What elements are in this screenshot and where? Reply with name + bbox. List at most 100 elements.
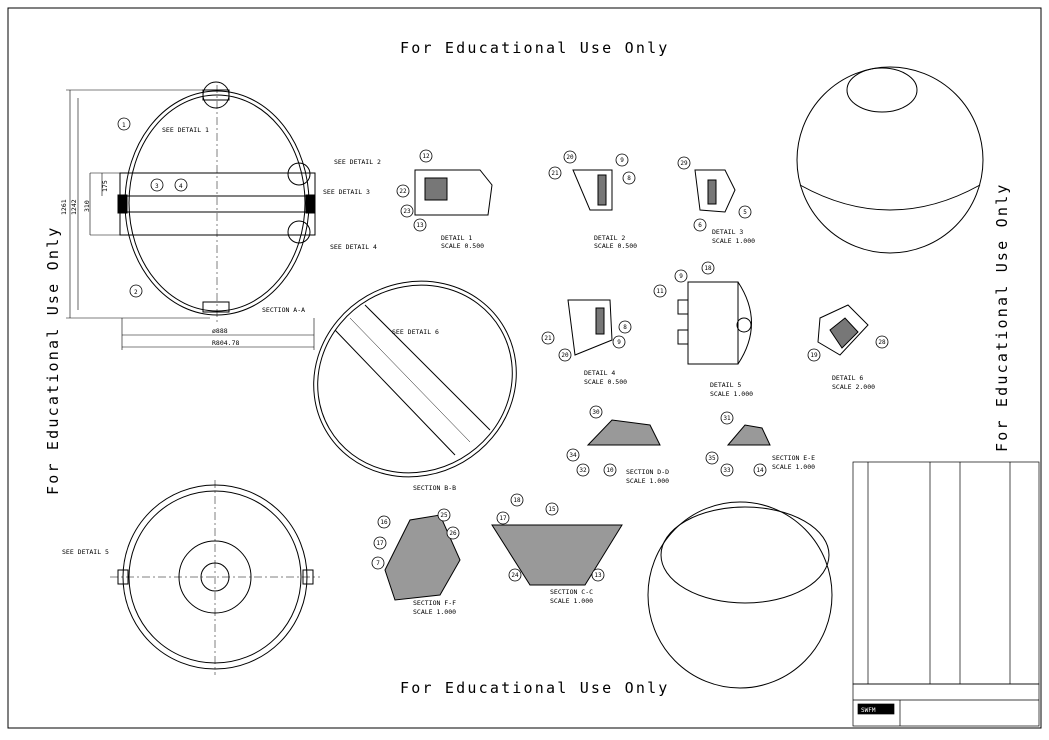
section-aa-balloons — [117, 117, 188, 298]
balloon-4: 4 — [179, 183, 183, 190]
title-block — [852, 683, 1040, 727]
dim-band: 310 — [83, 200, 91, 212]
see-detail-4-label: SEE DETAIL 4 — [330, 243, 377, 251]
balloon-d5c — [701, 261, 715, 275]
isometric-sphere-bottom — [647, 501, 833, 689]
balloon-number-ccc: 17 — [499, 515, 507, 522]
balloon-ffc — [371, 556, 385, 570]
detail-2-scale: SCALE 0.500 — [594, 242, 637, 250]
detail-2-title: DETAIL 2 — [594, 234, 625, 242]
balloon-d1c — [400, 204, 414, 218]
balloon-d2a — [563, 150, 577, 164]
see-detail-2-label: SEE DETAIL 2 — [334, 158, 381, 166]
balloon-1: 1 — [122, 122, 126, 129]
section-bb-view — [313, 280, 517, 478]
balloon-number-d3a: 29 — [680, 160, 688, 167]
balloon-number-cce: 13 — [594, 572, 602, 579]
balloon-3: 3 — [155, 183, 159, 190]
balloon-d4a — [541, 331, 555, 345]
balloon-ffd — [437, 508, 451, 522]
title-block-logo: SWFM — [861, 707, 876, 714]
balloon-d3c — [693, 218, 707, 232]
watermark-left: For Educational Use Only — [44, 225, 62, 495]
balloon-d2d — [622, 171, 636, 185]
bill-of-materials — [852, 461, 1040, 685]
section-dd-scale: SCALE 1.000 — [626, 477, 669, 485]
balloon-d4d — [612, 335, 626, 349]
section-dd-title: SECTION D-D — [626, 468, 669, 476]
balloon-number-d6a: 19 — [810, 352, 818, 359]
balloon-number-ddd: 10 — [606, 467, 614, 474]
balloon-number-eed: 14 — [756, 467, 764, 474]
balloon-number-ffb: 17 — [376, 540, 384, 547]
balloon-number-ffa: 16 — [380, 519, 388, 526]
balloon-ffa — [377, 515, 391, 529]
balloon-number-d4c: 8 — [623, 324, 627, 331]
see-detail-5-label: SEE DETAIL 5 — [62, 548, 109, 556]
section-cc-title: SECTION C-C — [550, 588, 593, 596]
balloon-ffb — [373, 536, 387, 550]
isometric-sphere-top — [796, 66, 984, 254]
detail-6-view — [817, 304, 869, 356]
balloon-ddc — [576, 463, 590, 477]
detail-3-scale: SCALE 1.000 — [712, 237, 755, 245]
balloon-number-d5a: 11 — [656, 288, 664, 295]
balloon-eec — [720, 463, 734, 477]
balloon-d5a — [653, 284, 667, 298]
balloon-number-ffc: 7 — [376, 560, 380, 567]
detail-1-title: DETAIL 1 — [441, 234, 472, 242]
watermark-bottom: For Educational Use Only — [400, 679, 670, 697]
balloon-number-d3b: 5 — [743, 209, 747, 216]
see-detail-6-label: SEE DETAIL 6 — [392, 328, 439, 336]
balloon-d2b — [548, 166, 562, 180]
balloon-number-ddc: 32 — [579, 467, 587, 474]
balloon-cce — [591, 568, 605, 582]
section-ee-view — [726, 424, 771, 446]
balloon-number-eeb: 35 — [708, 455, 716, 462]
balloon-number-d1d: 13 — [416, 222, 424, 229]
section-ee-scale: SCALE 1.000 — [772, 463, 815, 471]
section-cc-view — [491, 524, 623, 586]
watermark-top: For Educational Use Only — [400, 39, 670, 57]
balloon-number-d5b: 9 — [679, 273, 683, 280]
detail-1-scale: SCALE 0.500 — [441, 242, 484, 250]
balloon-number-d1c: 23 — [403, 208, 411, 215]
detail-3-title: DETAIL 3 — [712, 228, 743, 236]
balloon-ddd — [603, 463, 617, 477]
balloon-number-ccb: 15 — [548, 506, 556, 513]
balloon-ccc — [496, 511, 510, 525]
balloon-d5b — [674, 269, 688, 283]
balloon-2: 2 — [134, 289, 138, 296]
section-aa-view — [66, 81, 316, 350]
balloon-number-d4b: 20 — [561, 352, 569, 359]
detail-5-scale: SCALE 1.000 — [710, 390, 753, 398]
detail-3-view — [694, 169, 736, 213]
balloon-number-d1b: 22 — [399, 188, 407, 195]
detail-4-scale: SCALE 0.500 — [584, 378, 627, 386]
detail-2-view — [572, 169, 613, 211]
balloon-number-eea: 31 — [723, 415, 731, 422]
balloon-dda — [589, 405, 603, 419]
detail-5-title: DETAIL 5 — [710, 381, 741, 389]
detail-6-title: DETAIL 6 — [832, 374, 863, 382]
section-aa-title: SECTION A-A — [262, 306, 305, 314]
see-detail-3-label: SEE DETAIL 3 — [323, 188, 370, 196]
balloon-d3a — [677, 156, 691, 170]
watermark-right: For Educational Use Only — [993, 182, 1011, 452]
balloon-number-d2c: 9 — [620, 157, 624, 164]
balloon-d3b — [738, 205, 752, 219]
balloon-number-d4a: 21 — [544, 335, 552, 342]
see-detail-1-label: SEE DETAIL 1 — [162, 126, 209, 134]
balloon-eeb — [705, 451, 719, 465]
detail-5-view — [677, 281, 752, 365]
sheet-border — [7, 7, 1042, 729]
balloon-d4b — [558, 348, 572, 362]
detail-1-view — [414, 169, 493, 216]
section-ff-view — [384, 514, 461, 601]
balloon-number-ffe: 26 — [449, 530, 457, 537]
balloon-ccd — [508, 568, 522, 582]
balloon-ffe — [446, 526, 460, 540]
balloon-d6b — [875, 335, 889, 349]
section-cc-scale: SCALE 1.000 — [550, 597, 593, 605]
